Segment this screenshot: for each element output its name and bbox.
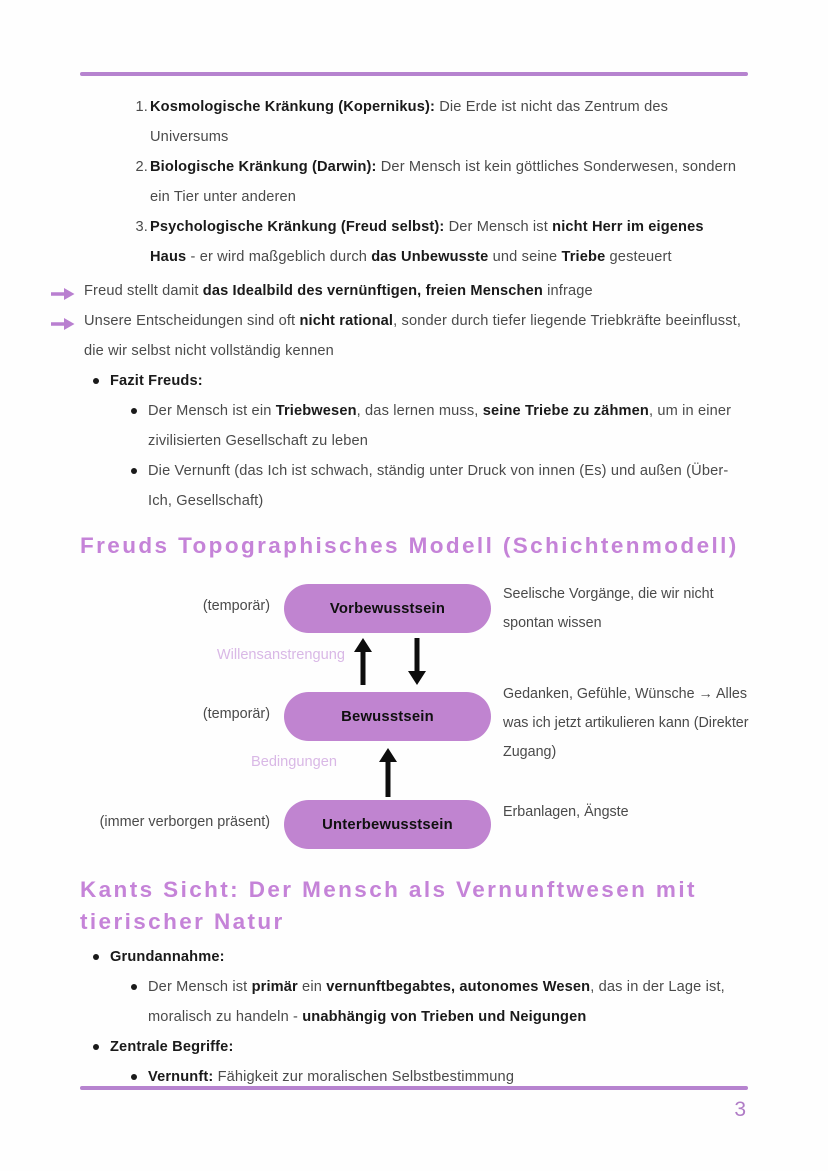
bullet-dot-icon [131,408,137,414]
node-label: Vorbewusstsein [329,600,446,617]
kant-item-text: Fähigkeit zur moralischen Selbstbestimmu… [213,1069,515,1085]
kant-item-bold-c: unabhängig von Trieben und Neigungen [302,1009,587,1025]
node-unterbewusstsein: Unterbewusstsein [284,800,491,849]
fazit-item-bold-a: Triebwesen [275,403,357,419]
item-bold-c: Triebe [561,249,606,265]
item-text-d: gesteuert [605,249,672,265]
list-marker: 3. [135,219,148,235]
kant-item-bold-b: vernunftbegabtes, autonomes Wesen [326,979,591,995]
fazit-item-bold-b: seine Triebe zu zähmen [482,403,649,419]
bullet-dot-icon [93,1044,99,1050]
top-divider [80,72,748,76]
fazit-item-text: Die Vernunft (das Ich ist schwach, ständ… [148,463,729,509]
node-bewusstsein: Bewusstsein [284,692,491,741]
bullet-dot-icon [131,984,137,990]
arrow-point-text-post: , sonder durch tiefer liegende Triebkräf… [84,313,742,359]
item-text-b: - er wird maßgeblich durch [186,249,372,265]
arrow-point: Unsere Entscheidungen sind oft nicht rat… [0,306,828,366]
arrow-point-bold: nicht rational [299,313,394,329]
fazit-heading-bullet: Fazit Freuds: [0,366,828,396]
node-label: Bewusstsein [341,708,434,725]
bottom-divider [80,1086,748,1090]
topographic-diagram: (temporär) Vorbewusstsein Seelische Vorg… [0,574,828,874]
kant-item-bold-a: primär [251,979,298,995]
fazit-item: Der Mensch ist ein Triebwesen, das lerne… [0,396,828,456]
list-marker: 2. [135,159,148,175]
bullet-dot-icon [93,954,99,960]
node-vorbewusstsein: Vorbewusstsein [284,584,491,633]
item-bold-lead: Psychologische Kränkung (Freud selbst): [150,219,445,235]
arrow-up-icon [377,746,399,803]
fazit-item-mid: , das lernen muss, [356,403,483,419]
item-bold-a: nicht Herr im eigenes Haus [150,219,704,265]
flow-label-willensanstrengung: Willensanstrengung [216,647,345,663]
kant-item-mid-b: , das in der Lage ist, moralisch zu hand… [148,979,725,1025]
bullet-dot-icon [131,1074,137,1080]
section-heading-topographic: Freuds Topographisches Modell (Schichten… [80,533,739,558]
node-description: Seelische Vorgänge, die wir nicht sponta… [503,586,714,631]
numbered-list: 1. Kosmologische Kränkung (Kopernikus): … [0,92,828,272]
node-side-label: (immer verborgen präsent) [99,814,270,830]
item-text: Die Erde ist nicht das Zentrum des Unive… [150,99,669,145]
fazit-item-text: Der Mensch ist ein [148,403,276,419]
section-heading-kant: Kants Sicht: Der Mensch als Vernunftwese… [80,877,697,934]
node-side-label: (temporär) [202,706,270,722]
numbered-list-item: 1. Kosmologische Kränkung (Kopernikus): … [0,92,828,152]
arrow-point-text-post: infrage [542,283,593,299]
item-bold-b: das Unbewusste [371,249,489,265]
kant-group-heading: Zentrale Begriffe: [0,1032,828,1062]
flow-label-bedingungen: Bedingungen [250,754,337,770]
item-bold-lead: Kosmologische Kränkung (Kopernikus): [150,99,435,115]
fazit-item: Die Vernunft (das Ich ist schwach, ständ… [0,456,828,516]
arrow-point-text: Freud stellt damit [84,283,203,299]
arrow-up-icon [352,636,374,691]
page-number: 3 [734,1098,746,1121]
fazit-heading: Fazit Freuds: [110,373,203,389]
node-side-label: (temporär) [202,598,270,614]
bullet-dot-icon [93,378,99,384]
item-text-c: und seine [488,249,562,265]
item-text: Der Mensch ist [444,219,553,235]
arrow-right-icon [50,313,76,330]
kant-group-heading-text: Zentrale Begriffe: [110,1039,234,1055]
kant-item-mid-a: ein [297,979,327,995]
arrow-point: Freud stellt damit das Idealbild des ver… [0,276,828,306]
kant-group-heading-text: Grundannahme: [110,949,225,965]
node-label: Unterbewusstsein [322,816,453,833]
item-bold-lead: Biologische Kränkung (Darwin): [150,159,377,175]
bullet-dot-icon [131,468,137,474]
kant-item-bold-lead: Vernunft: [148,1069,214,1085]
numbered-list-item: 3. Psychologische Kränkung (Freud selbst… [0,212,828,272]
node-description: Erbanlagen, Ängste [503,804,629,820]
fazit-item-post: , um in einer zivilisierten Gesellschaft… [148,403,732,449]
arrow-right-icon [50,283,76,300]
kant-item: Der Mensch ist primär ein vernunftbegabt… [0,972,828,1032]
page-content: 1. Kosmologische Kränkung (Kopernikus): … [0,92,828,1092]
arrow-point-bold: das Idealbild des vernünftigen, freien M… [202,283,543,299]
item-text: Der Mensch ist kein göttliches Sonderwes… [150,159,737,205]
arrow-down-icon [406,636,428,691]
kant-item: Vernunft: Fähigkeit zur moralischen Selb… [0,1062,828,1092]
kant-group-heading: Grundannahme: [0,942,828,972]
node-description: Gedanken, Gefühle, Wünsche → Alles was i… [503,686,749,760]
arrow-point-text: Unsere Entscheidungen sind oft [84,313,300,329]
kant-item-pre: Der Mensch ist [148,979,252,995]
numbered-list-item: 2. Biologische Kränkung (Darwin): Der Me… [0,152,828,212]
list-marker: 1. [135,99,148,115]
